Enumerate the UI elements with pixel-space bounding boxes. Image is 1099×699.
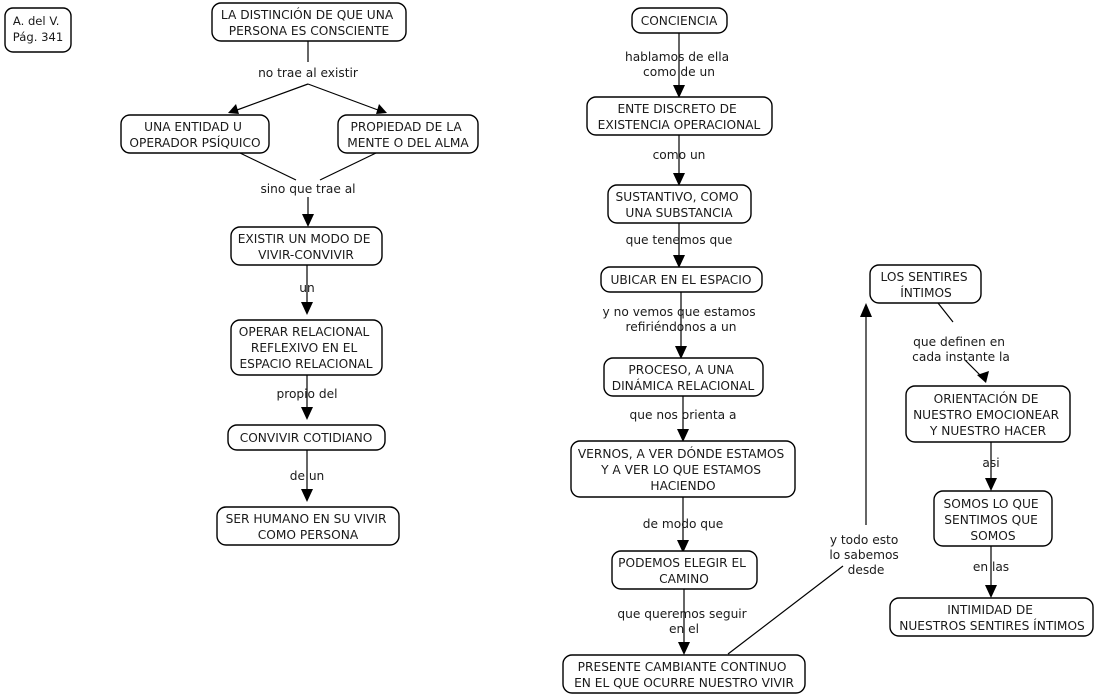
edge-label-y-todo-esto: y todo esto lo sabemos desde — [829, 533, 902, 577]
node-convivir-cotidiano-label: CONVIVIR COTIDIANO — [240, 431, 373, 445]
node-podemos-elegir-label: PODEMOS ELEGIR EL CAMINO — [618, 556, 750, 586]
node-proceso-dinamica[interactable]: PROCESO, A UNA DINÁMICA RELACIONAL — [603, 357, 764, 397]
node-ente-discreto[interactable]: ENTE DISCRETO DE EXISTENCIA OPERACIONAL — [586, 96, 773, 136]
node-orientacion-label: ORIENTACIÓN DE NUESTRO EMOCIONEAR Y NUES… — [913, 391, 1063, 438]
node-propiedad-mente[interactable]: PROPIEDAD DE LA MENTE O DEL ALMA — [337, 114, 479, 154]
edge-ubicar-to-proceso: y no vemos que estamos refiriéndonos a u… — [603, 291, 760, 359]
edge-label-que-definen: que definen en cada instante la — [912, 335, 1010, 364]
node-proceso-dinamica-label: PROCESO, A UNA DINÁMICA RELACIONAL — [612, 363, 755, 393]
node-propiedad-mente-label: PROPIEDAD DE LA MENTE O DEL ALMA — [347, 120, 469, 150]
edge-operar-to-convivir: propio del — [276, 375, 338, 420]
edge-ente-to-sustantivo: como un — [653, 135, 706, 186]
node-la-distincion-label: LA DISTINCIÓN DE QUE UNA PERSONA ES CONS… — [221, 7, 397, 38]
edge-label-un: un — [299, 281, 314, 295]
node-vernos[interactable]: VERNOS, A VER DÓNDE ESTAMOS Y A VER LO Q… — [570, 440, 796, 498]
edge-label-que-tenemos: que tenemos que — [626, 233, 733, 247]
edge-label-no-trae: no trae al existir — [258, 66, 359, 80]
edge-label-propio-del: propio del — [276, 387, 337, 401]
node-los-sentires-label: LOS SENTIRES ÍNTIMOS — [881, 270, 972, 300]
edge-label-en-las: en las — [973, 560, 1009, 574]
node-operar-relacional[interactable]: OPERAR RELACIONAL REFLEXIVO EN EL ESPACI… — [230, 319, 383, 376]
edge-proceso-to-vernos: que nos orienta a — [630, 396, 737, 442]
edge-label-que-nos-orienta: que nos orienta a — [630, 408, 737, 422]
edge-existir-to-operar: un — [299, 265, 315, 315]
node-ser-humano-label: SER HUMANO EN SU VIVIR COMO PERSONA — [226, 512, 391, 542]
edge-label-hablamos: hablamos de ella como de un — [625, 50, 733, 79]
node-ser-humano[interactable]: SER HUMANO EN SU VIVIR COMO PERSONA — [216, 506, 400, 546]
edge-label-sino-que: sino que trae al — [260, 182, 355, 196]
node-presente-cambiante-label: PRESENTE CAMBIANTE CONTINUO EN EL QUE OC… — [574, 660, 794, 690]
edge-branch-to-existir: sino que trae al — [239, 152, 377, 227]
node-existir-modo-label: EXISTIR UN MODO DE VIVIR-CONVIVIR — [238, 232, 375, 262]
edge-label-de-modo-que: de modo que — [643, 517, 723, 531]
node-somos-lo-que-label: SOMOS LO QUE SENTIMOS QUE SOMOS — [944, 497, 1043, 543]
node-conciencia[interactable]: CONCIENCIA — [631, 7, 728, 34]
node-somos-lo-que[interactable]: SOMOS LO QUE SENTIMOS QUE SOMOS — [933, 490, 1053, 547]
node-una-entidad-label: UNA ENTIDAD U OPERADOR PSÍQUICO — [129, 120, 260, 150]
node-vernos-label: VERNOS, A VER DÓNDE ESTAMOS Y A VER LO Q… — [578, 446, 788, 493]
edge-somos-to-intimidad: en las — [973, 545, 1009, 598]
edge-conciencia-to-ente: hablamos de ella como de un — [625, 33, 733, 98]
node-la-distincion[interactable]: LA DISTINCIÓN DE QUE UNA PERSONA ES CONS… — [211, 2, 407, 42]
node-sustantivo-label: SUSTANTIVO, COMO UNA SUBSTANCIA — [616, 190, 743, 220]
edge-presente-to-sentires: y todo esto lo sabemos desde — [727, 303, 902, 655]
edge-label-y-no-vemos: y no vemos que estamos refiriéndonos a u… — [603, 305, 760, 334]
node-ubicar-espacio-label: UBICAR EN EL ESPACIO — [611, 273, 752, 287]
edge-label-como-un: como un — [653, 148, 706, 162]
edge-convivir-to-ser-humano: de un — [290, 450, 325, 502]
node-los-sentires[interactable]: LOS SENTIRES ÍNTIMOS — [869, 264, 982, 304]
node-presente-cambiante[interactable]: PRESENTE CAMBIANTE CONTINUO EN EL QUE OC… — [562, 654, 806, 694]
node-podemos-elegir[interactable]: PODEMOS ELEGIR EL CAMINO — [611, 550, 758, 590]
edge-distincion-to-branch: no trae al existir — [228, 41, 387, 114]
edge-sustantivo-to-ubicar: que tenemos que — [626, 217, 733, 268]
node-una-entidad[interactable]: UNA ENTIDAD U OPERADOR PSÍQUICO — [120, 114, 270, 154]
node-ubicar-espacio[interactable]: UBICAR EN EL ESPACIO — [600, 266, 763, 293]
node-sustantivo[interactable]: SUSTANTIVO, COMO UNA SUBSTANCIA — [607, 184, 752, 224]
edge-orientacion-to-somos: asi — [982, 442, 1000, 491]
node-conciencia-label: CONCIENCIA — [641, 14, 718, 28]
edge-vernos-to-podemos: de modo que — [643, 497, 723, 553]
source-note-text: A. del V. Pág. 341 — [13, 14, 63, 44]
edge-label-de-un: de un — [290, 469, 325, 483]
node-ente-discreto-label: ENTE DISCRETO DE EXISTENCIA OPERACIONAL — [598, 102, 761, 132]
edge-sentires-to-orientacion: que definen en cada instante la — [912, 302, 1010, 383]
node-existir-modo[interactable]: EXISTIR UN MODO DE VIVIR-CONVIVIR — [230, 226, 383, 266]
node-intimidad-label: INTIMIDAD DE NUESTROS SENTIRES ÍNTIMOS — [899, 603, 1085, 633]
edge-podemos-to-presente: que queremos seguir en el — [617, 589, 750, 655]
node-intimidad[interactable]: INTIMIDAD DE NUESTROS SENTIRES ÍNTIMOS — [889, 597, 1094, 637]
node-orientacion[interactable]: ORIENTACIÓN DE NUESTRO EMOCIONEAR Y NUES… — [905, 385, 1071, 443]
node-operar-relacional-label: OPERAR RELACIONAL REFLEXIVO EN EL ESPACI… — [239, 325, 373, 371]
source-note-box: A. del V. Pág. 341 — [4, 7, 72, 53]
edge-label-que-queremos: que queremos seguir en el — [617, 607, 750, 636]
edge-label-asi: asi — [982, 456, 999, 470]
node-convivir-cotidiano[interactable]: CONVIVIR COTIDIANO — [227, 424, 386, 451]
